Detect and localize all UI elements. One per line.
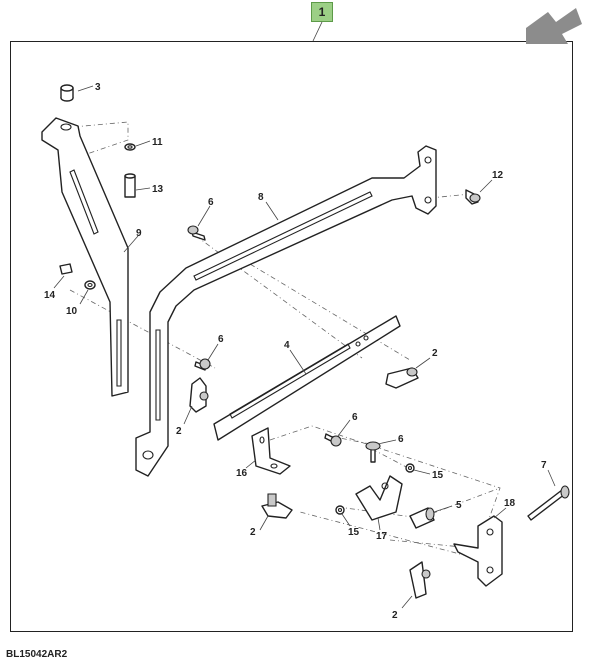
- part-nut: [59, 263, 73, 275]
- part-vertical-bracket: [41, 117, 129, 397]
- part-screw-c: [324, 433, 342, 447]
- part-pin: [409, 507, 435, 529]
- callout-12: 12: [492, 170, 504, 181]
- part-flat-bar: [213, 315, 401, 441]
- part-screw-a: [187, 225, 206, 241]
- part-clevis-bracket: [355, 475, 403, 521]
- callout-4: 4: [284, 340, 290, 351]
- callout-number-box: 1: [311, 2, 333, 22]
- part-knob-b: [189, 377, 209, 413]
- part-angle-bracket: [251, 427, 291, 475]
- callout-14: 14: [44, 290, 56, 301]
- callout-15-b: 15: [348, 527, 360, 538]
- callout-2-d: 2: [392, 610, 398, 621]
- callout-leader: [312, 21, 323, 42]
- part-knob-c: [261, 493, 293, 519]
- assembly-centerlines: [61, 121, 501, 559]
- part-washer: [124, 143, 136, 151]
- callout-3: 3: [95, 82, 101, 93]
- diagram-frame: [10, 41, 573, 632]
- callout-17: 17: [376, 531, 388, 542]
- callout-18: 18: [504, 498, 516, 509]
- figure-code: BL15042AR2: [6, 649, 68, 660]
- callout-2-b: 2: [176, 426, 182, 437]
- part-screw-rail: [465, 189, 481, 205]
- callout-6-b: 6: [218, 334, 224, 345]
- callout-11: 11: [152, 137, 163, 148]
- callout-7: 7: [541, 460, 547, 471]
- callout-15-a: 15: [432, 470, 444, 481]
- part-knob-a: [385, 367, 419, 389]
- callout-16: 16: [236, 468, 248, 479]
- callout-5: 5: [456, 500, 462, 511]
- part-washer-lower: [335, 505, 345, 515]
- callout-2-a: 2: [432, 348, 438, 359]
- part-screw-b: [194, 358, 211, 371]
- callout-6-a: 6: [208, 197, 214, 208]
- direction-arrow-icon: [526, 8, 582, 44]
- part-mounting-rail: [135, 145, 437, 477]
- part-long-bolt: [527, 485, 570, 521]
- part-lock-washer: [84, 280, 96, 290]
- callout-10: 10: [66, 306, 78, 317]
- part-bolt: [124, 173, 136, 198]
- part-screw-d: [365, 441, 381, 463]
- callout-6-c: 6: [352, 412, 358, 423]
- part-mount-plate: [453, 515, 503, 587]
- callout-2-c: 2: [250, 527, 256, 538]
- callout-8: 8: [258, 192, 264, 203]
- part-spacer: [60, 84, 74, 102]
- part-knob-d: [409, 561, 431, 599]
- part-washer-upper: [405, 463, 415, 473]
- callout-leaders: [53, 85, 556, 609]
- callout-13: 13: [152, 184, 164, 195]
- callout-9: 9: [136, 228, 142, 239]
- callout-6-d: 6: [398, 434, 404, 445]
